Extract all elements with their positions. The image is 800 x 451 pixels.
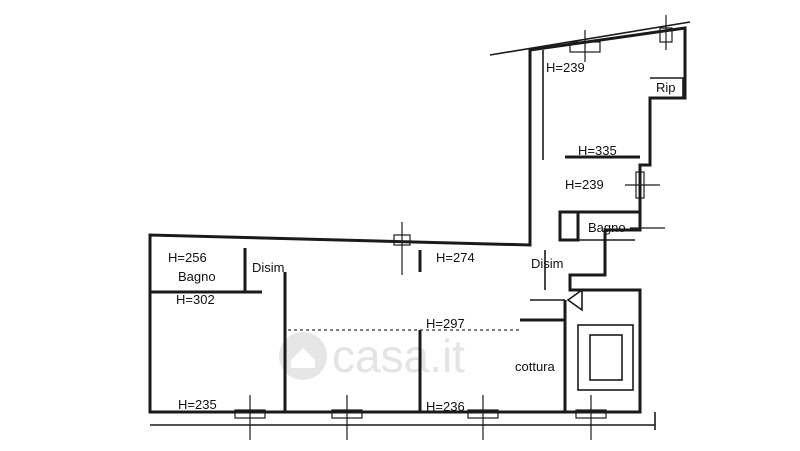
label-height-236: H=236 (426, 399, 465, 414)
window-bottom-2 (331, 395, 363, 440)
label-height-335: H=335 (578, 143, 617, 158)
window-bottom-4 (575, 395, 607, 440)
label-height-235: H=235 (178, 397, 217, 412)
window-right-1 (625, 171, 660, 199)
watermark-text: casa.it (332, 330, 465, 382)
label-disim-left: Disim (252, 260, 285, 275)
label-disim-right: Disim (531, 256, 564, 271)
window-bottom-1 (234, 395, 266, 440)
label-bagno-right: Bagno (588, 220, 626, 235)
window-top-roof-1 (569, 30, 601, 62)
watermark: casa.it (279, 330, 465, 382)
room-labels: Rip H=239 H=335 H=239 Bagno Disim H=274 … (168, 60, 676, 414)
label-height-302: H=302 (176, 292, 215, 307)
label-height-256: H=256 (168, 250, 207, 265)
window-top-roof-2 (659, 15, 673, 50)
label-cottura: cottura (515, 359, 556, 374)
window-top-1 (393, 222, 411, 275)
windows (234, 15, 673, 440)
kitchen-stairs (566, 288, 634, 391)
walls (148, 21, 691, 430)
label-bagno-left: Bagno (178, 269, 216, 284)
window-bottom-3 (467, 395, 499, 440)
house-logo-icon (279, 332, 327, 380)
label-height-239-mid: H=239 (565, 177, 604, 192)
label-height-274: H=274 (436, 250, 475, 265)
label-height-239-top: H=239 (546, 60, 585, 75)
label-height-297: H=297 (426, 316, 465, 331)
label-rip: Rip (656, 80, 676, 95)
